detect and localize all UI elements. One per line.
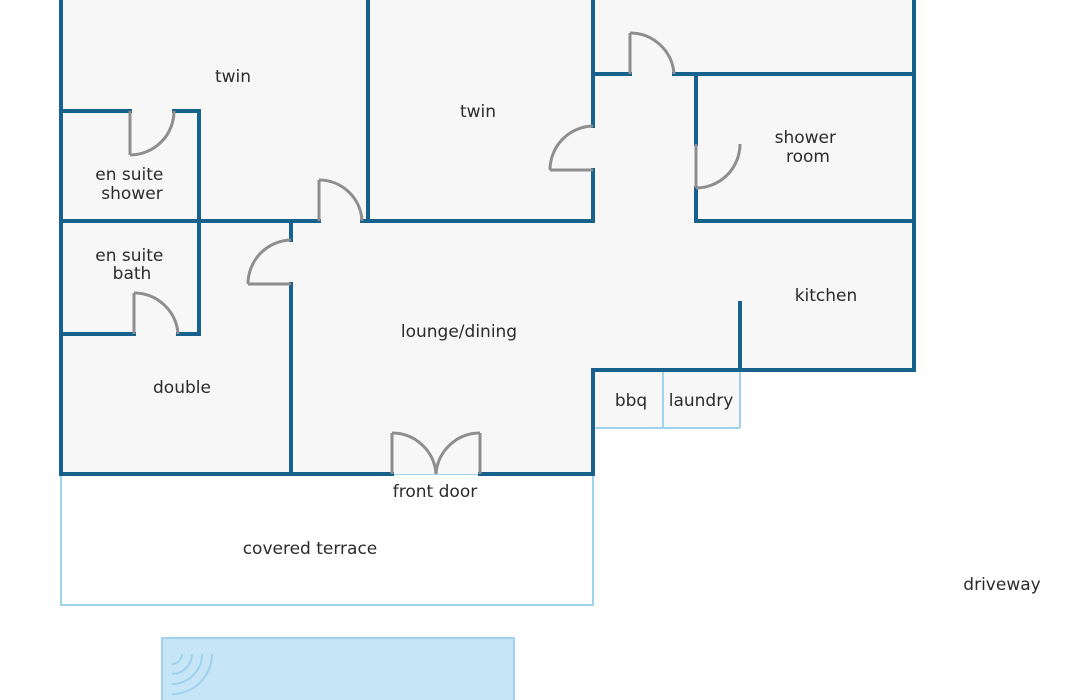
- door-ensuite-bath: [132, 291, 180, 335]
- floor-area: [61, 0, 914, 474]
- label-ensuite-bath: en suite bath: [95, 246, 169, 284]
- label-ensuite-bath-line2: bath: [113, 264, 152, 284]
- label-kitchen: kitchen: [795, 286, 858, 306]
- door-twin-middle: [548, 124, 594, 172]
- door-twin-left: [317, 178, 364, 222]
- door-ensuite-shower: [128, 110, 176, 157]
- label-ensuite-bath-line1: en suite: [95, 246, 163, 266]
- pool-ripple-icon: [171, 653, 213, 695]
- walls: [59, 0, 916, 476]
- label-laundry: laundry: [669, 391, 734, 411]
- label-shower-room-line2: room: [786, 147, 830, 167]
- door-double: [246, 238, 292, 286]
- label-ensuite-shower-line2: shower: [101, 184, 162, 204]
- door-twin-top: [628, 31, 676, 75]
- label-shower-room: shower room: [775, 128, 842, 167]
- label-twin-middle: twin: [460, 102, 496, 122]
- door-shower-room: [694, 143, 742, 190]
- label-twin-top: twin: [734, 0, 770, 3]
- label-covered-terrace: covered terrace: [243, 539, 378, 559]
- label-front-door: front door: [393, 482, 477, 502]
- label-twin-left: twin: [215, 67, 251, 87]
- pool: [161, 637, 515, 700]
- front-door: [390, 431, 482, 475]
- label-lounge-dining: lounge/dining: [401, 322, 517, 342]
- label-shower-room-line1: shower: [775, 128, 836, 148]
- label-driveway: driveway: [963, 575, 1040, 595]
- label-ensuite-shower-line1: en suite: [95, 165, 163, 185]
- label-double: double: [153, 378, 211, 398]
- doors: [128, 31, 742, 475]
- label-ensuite-shower: en suite shower: [95, 165, 169, 204]
- label-bbq: bbq: [615, 391, 647, 411]
